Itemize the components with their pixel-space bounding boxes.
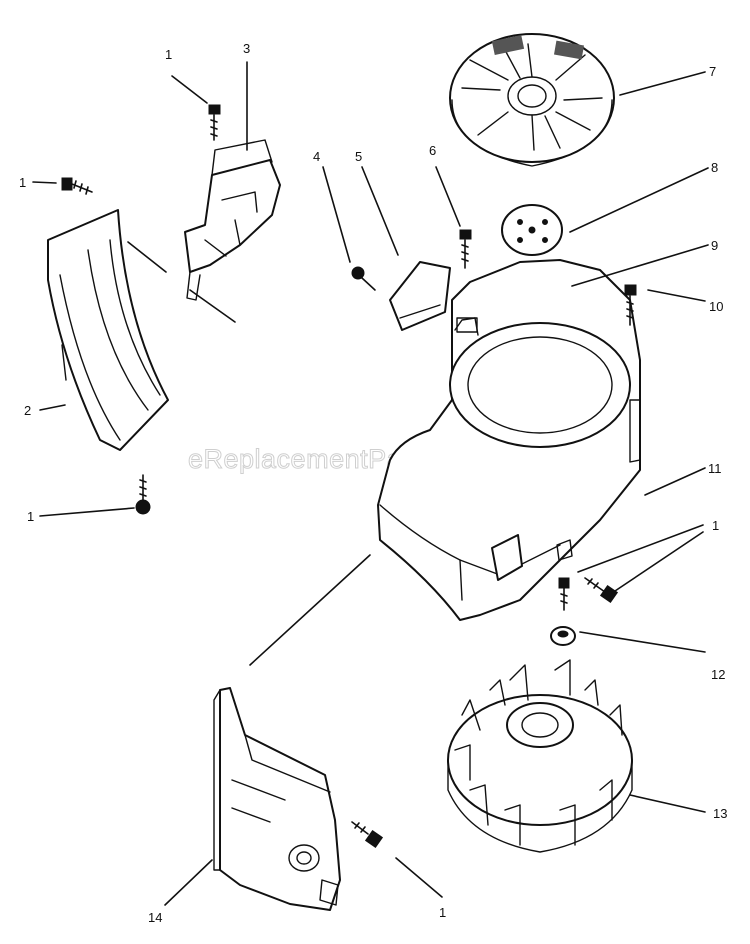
cover-plate — [389, 261, 451, 331]
plate — [501, 204, 563, 256]
callout-5: 5 — [355, 149, 362, 164]
callout-6: 6 — [429, 143, 436, 158]
washer — [550, 626, 576, 646]
callout-14: 14 — [148, 910, 162, 925]
screw-1-right-a — [558, 577, 570, 611]
screw-1-left — [61, 177, 93, 195]
screw-4 — [351, 266, 376, 291]
callout-13: 13 — [713, 806, 727, 821]
callout-labels: 1 3 1 2 1 4 5 6 7 8 9 10 11 1 12 13 1 14 — [19, 41, 727, 925]
callout-1-right: 1 — [712, 518, 719, 533]
screw-1-bottom — [351, 821, 384, 849]
callout-3: 3 — [243, 41, 250, 56]
callout-1-bottom: 1 — [439, 905, 446, 920]
screw-6 — [459, 229, 472, 269]
callout-1-lower-left: 1 — [27, 509, 34, 524]
screw-1-right-b — [584, 577, 619, 604]
rotating-screen — [449, 33, 615, 167]
callout-7: 7 — [709, 64, 716, 79]
callout-11: 11 — [708, 461, 722, 476]
screw-1-top — [208, 104, 221, 141]
blower-housing — [377, 259, 641, 621]
screw-1-lower-left — [135, 474, 151, 515]
callout-10: 10 — [709, 299, 723, 314]
callout-12: 12 — [711, 667, 725, 682]
callout-1-top: 1 — [165, 47, 172, 62]
callout-2: 2 — [24, 403, 31, 418]
lower-cover — [213, 687, 341, 911]
callout-8: 8 — [711, 160, 718, 175]
flywheel — [447, 659, 633, 853]
bracket — [184, 139, 281, 301]
leader-lines — [32, 61, 709, 906]
callout-4: 4 — [313, 149, 320, 164]
callout-1-left: 1 — [19, 175, 26, 190]
callout-9: 9 — [711, 238, 718, 253]
screw-10 — [624, 284, 637, 326]
baffle — [47, 209, 169, 451]
